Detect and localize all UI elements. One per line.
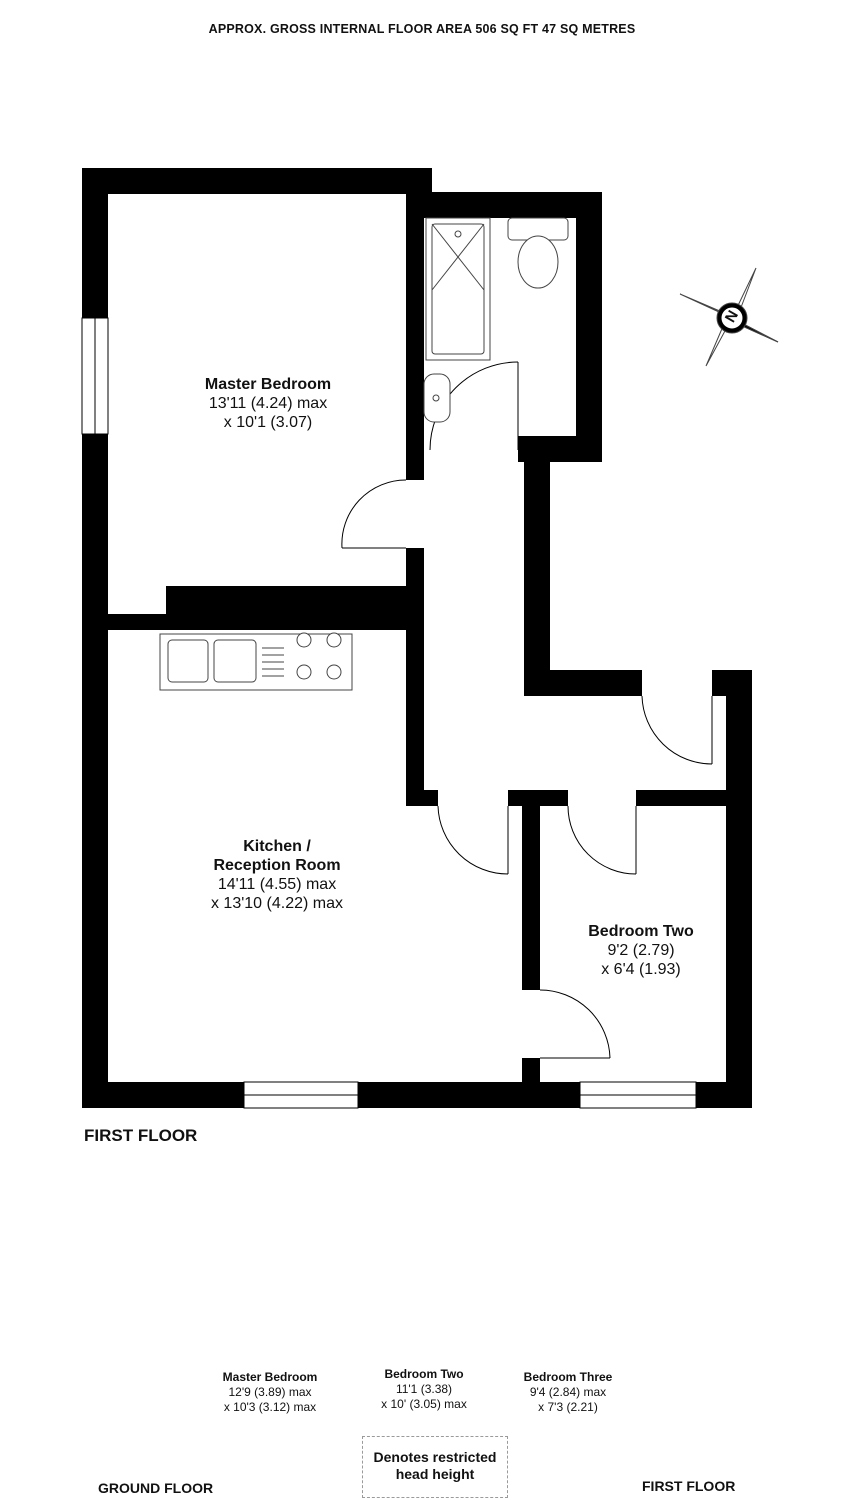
room-name: Bedroom Two <box>588 923 694 940</box>
ground-floor-label: GROUND FLOOR <box>98 1480 214 1496</box>
restricted-height-legend: Denotes restricted head height <box>362 1436 508 1498</box>
legend-text: Denotes restricted <box>373 1449 497 1465</box>
summary-room-name: Bedroom Three <box>523 1370 613 1384</box>
first-floor-label: FIRST FLOOR <box>642 1478 736 1494</box>
room-dimension: 14'11 (4.55) max <box>217 876 337 893</box>
summary-dimension: 12'9 (3.89) max <box>228 1385 312 1399</box>
summary-bedroom-three: Bedroom Three 9'4 (2.84) max x 7'3 (2.21… <box>496 1370 640 1415</box>
summary-dimension: 11'1 (3.38) <box>395 1382 453 1396</box>
room-dimension: 9'2 (2.79) <box>607 942 675 959</box>
legend-text: head height <box>395 1466 475 1482</box>
room-label-bedroom-two: Bedroom Two 9'2 (2.79) x 6'4 (1.93) <box>556 922 726 979</box>
room-name: Master Bedroom <box>204 376 332 393</box>
summary-dimension: x 10'3 (3.12) max <box>223 1400 317 1414</box>
room-label-master: Master Bedroom 13'11 (4.24) max x 10'1 (… <box>150 375 386 432</box>
walls <box>82 168 752 1108</box>
left-window <box>81 317 109 435</box>
bottom-windows <box>243 1081 697 1109</box>
room-dimension: x 10'1 (3.07) <box>223 414 313 431</box>
summary-dimension: x 7'3 (2.21) <box>538 1400 598 1414</box>
summary-room-name: Master Bedroom <box>222 1370 318 1384</box>
floor-label: FIRST FLOOR <box>84 1126 198 1145</box>
kitchen-fixtures <box>159 632 353 691</box>
summary-dimension: x 10' (3.05) max <box>381 1397 467 1411</box>
summary-dimension: 9'4 (2.84) max <box>529 1385 607 1399</box>
summary-bedroom-two: Bedroom Two 11'1 (3.38) x 10' (3.05) max <box>352 1367 496 1412</box>
door-swings <box>341 361 713 1059</box>
room-dimension: x 6'4 (1.93) <box>601 961 681 978</box>
floor-area-header: APPROX. GROSS INTERNAL FLOOR AREA 506 SQ… <box>208 22 636 36</box>
room-label-kitchen: Kitchen / Reception Room 14'11 (4.55) ma… <box>156 837 398 913</box>
room-dimension: 13'11 (4.24) max <box>208 395 328 412</box>
summary-master: Master Bedroom 12'9 (3.89) max x 10'3 (3… <box>196 1370 344 1415</box>
room-name: Reception Room <box>213 857 341 874</box>
bath-fixtures <box>423 217 569 423</box>
room-name: Kitchen / <box>243 838 311 855</box>
compass-icon <box>679 267 779 367</box>
summary-room-name: Bedroom Two <box>384 1367 464 1381</box>
room-dimension: x 13'10 (4.22) max <box>210 895 343 912</box>
